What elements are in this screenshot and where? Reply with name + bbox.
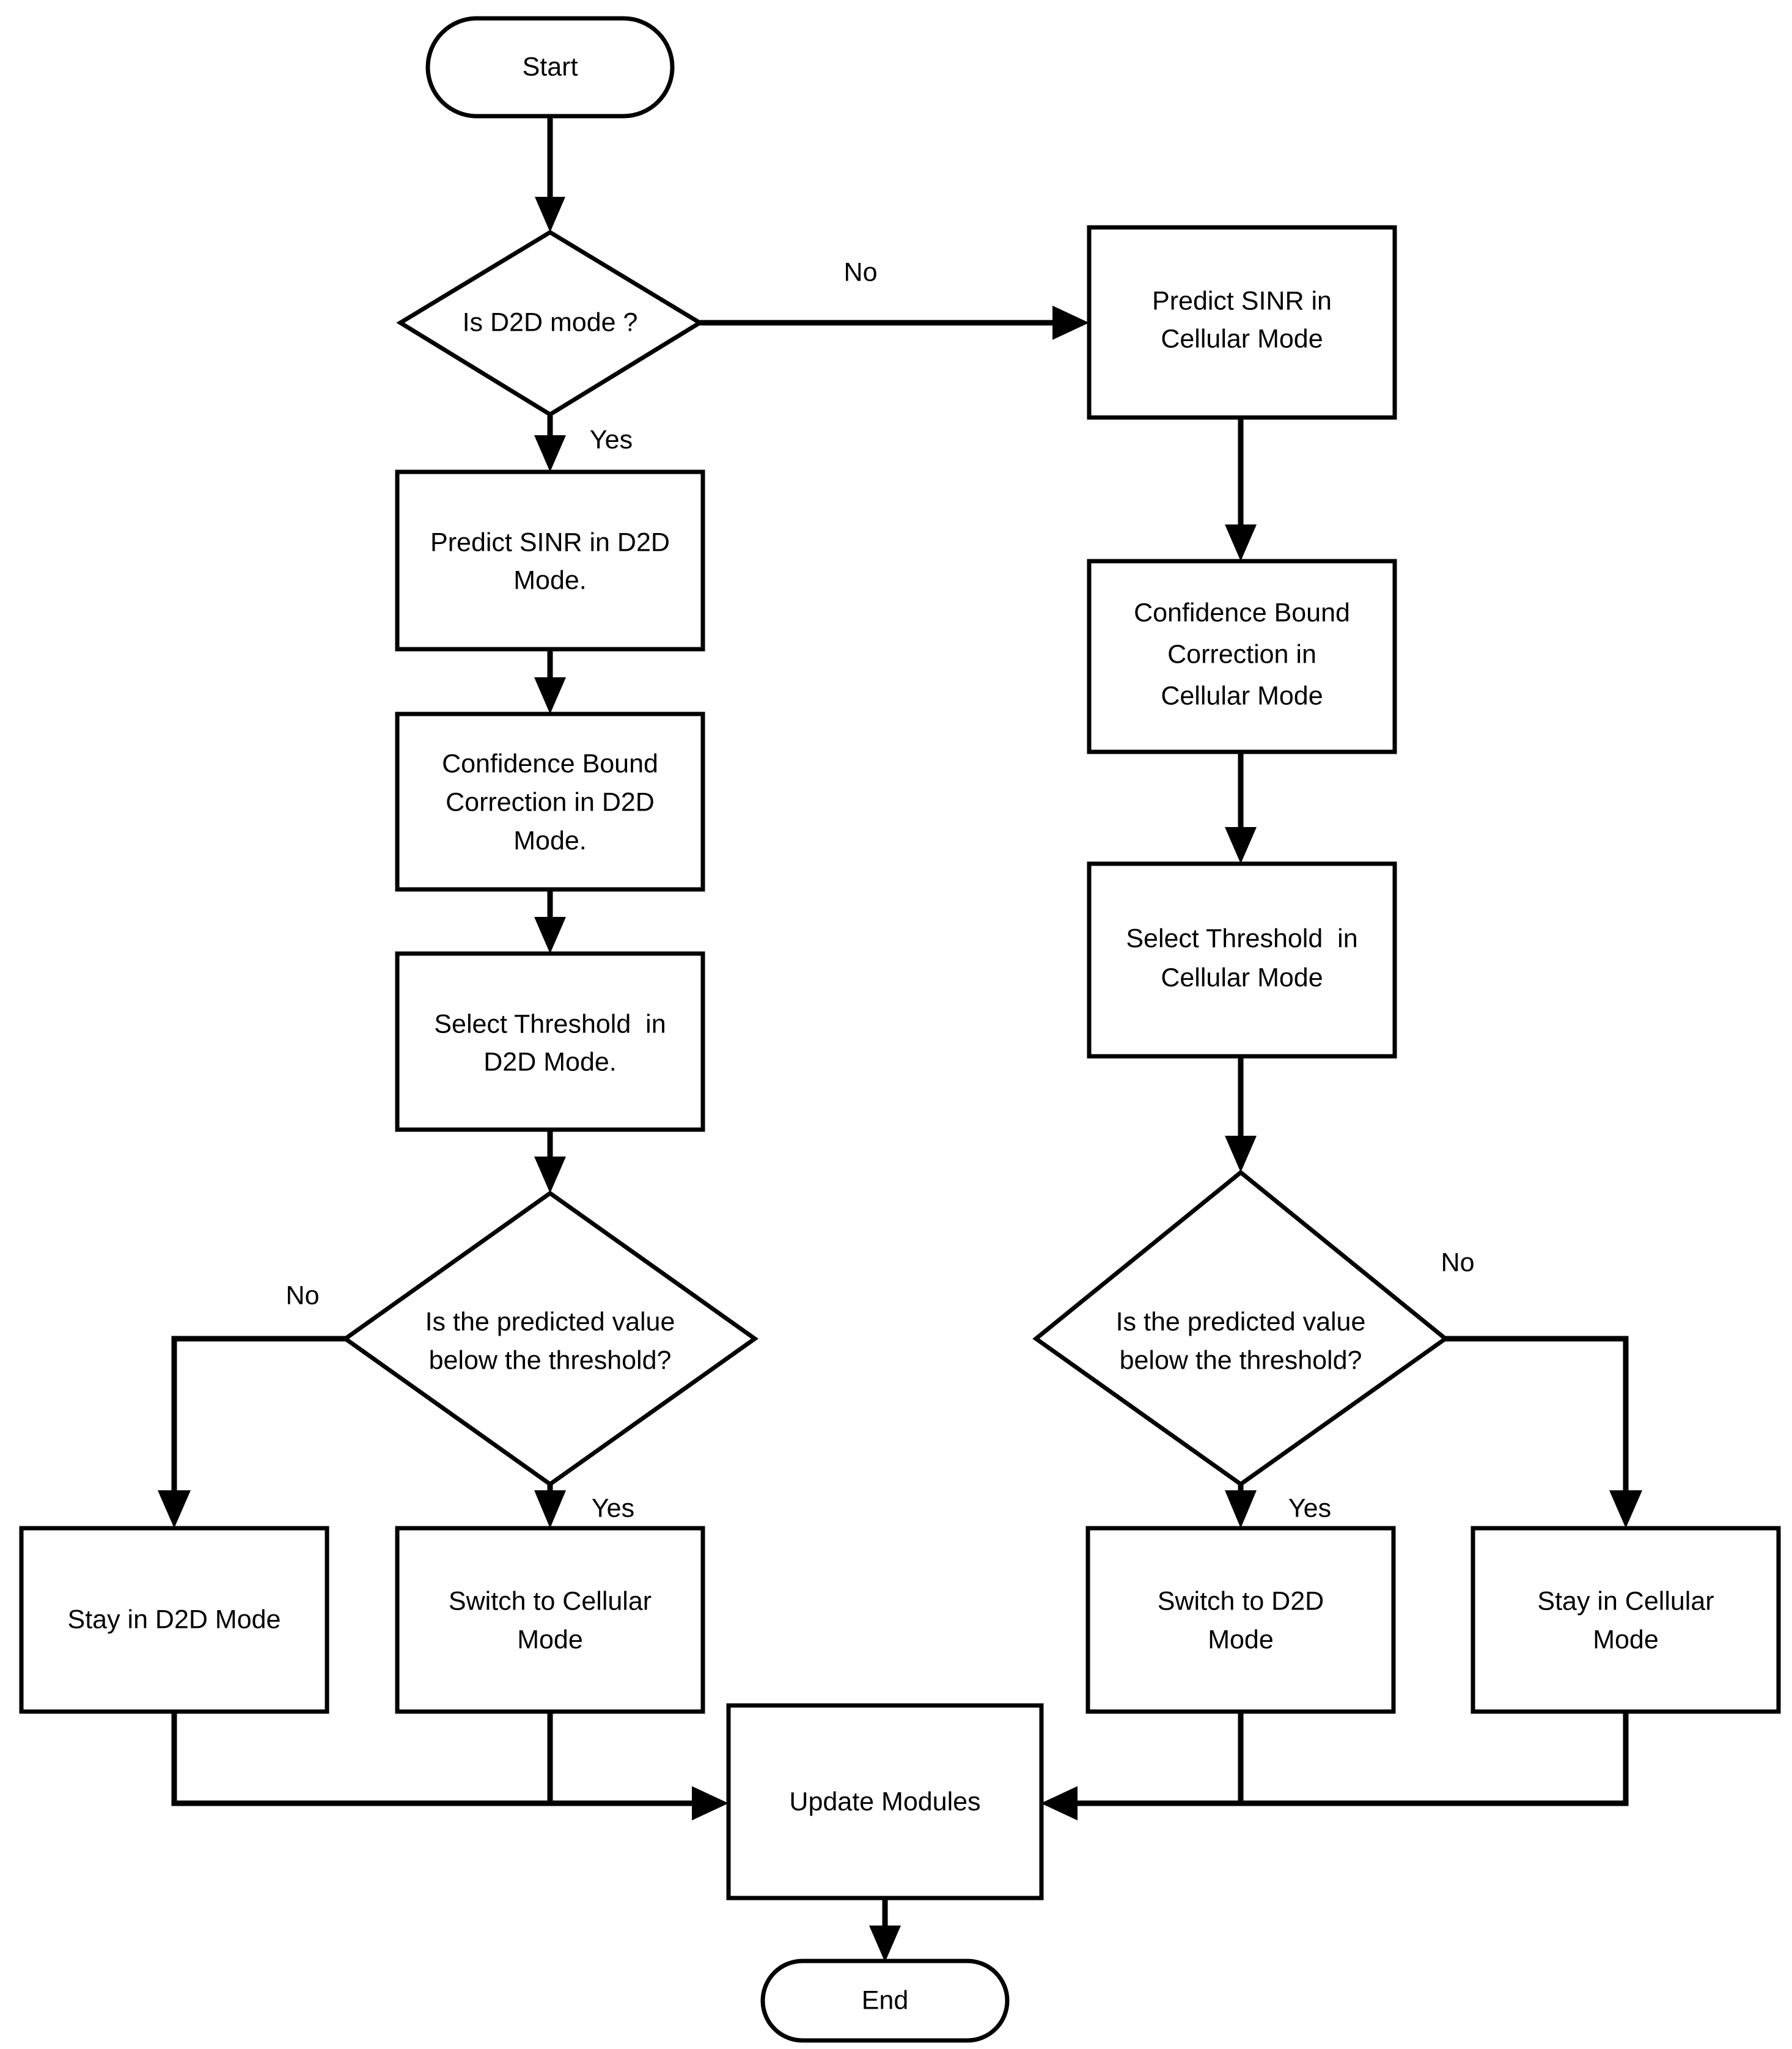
edge-label-d2d-yes: Yes: [590, 425, 633, 454]
node-confidence-bound-d2d-line2: Correction in D2D: [446, 787, 655, 817]
node-select-threshold-d2d-line2: D2D Mode.: [483, 1047, 616, 1076]
edge-label-left-no: No: [286, 1281, 320, 1310]
edge-confidence-cellular-to-threshold-cellular: [1225, 752, 1257, 864]
node-decision-right-line1: Is the predicted value: [1116, 1307, 1366, 1336]
node-is-d2d-mode-label: Is D2D mode ?: [463, 307, 638, 337]
node-switch-to-d2d-line2: Mode: [1208, 1625, 1274, 1654]
node-switch-to-d2d[interactable]: Switch to D2D Mode: [1085, 1526, 1396, 1714]
edge-update-to-end: [869, 1898, 901, 1962]
edge-label-left-yes: Yes: [592, 1493, 634, 1523]
node-select-threshold-cellular[interactable]: Select Threshold in Cellular Mode: [1087, 861, 1397, 1059]
node-confidence-bound-cellular[interactable]: Confidence Bound Correction in Cellular …: [1087, 559, 1397, 754]
node-decision-left-line2: below the threshold?: [429, 1345, 672, 1375]
node-decision-right-line2: below the threshold?: [1120, 1345, 1362, 1375]
node-predict-sinr-cellular[interactable]: Predict SINR in Cellular Mode: [1087, 225, 1397, 420]
node-select-threshold-d2d-line1: Select Threshold in: [434, 1009, 666, 1039]
node-select-threshold-d2d[interactable]: Select Threshold in D2D Mode.: [395, 951, 705, 1132]
edge-confidence-d2d-to-threshold-d2d: [534, 889, 566, 954]
edge-stay-cellular-to-update: [1041, 1712, 1629, 1820]
node-switch-to-cellular[interactable]: Switch to Cellular Mode: [395, 1526, 705, 1714]
edge-threshold-d2d-to-decision-left: [534, 1130, 566, 1193]
edge-d2d-yes-to-predict-d2d: [534, 416, 566, 472]
node-confidence-bound-d2d-line3: Mode.: [513, 826, 587, 855]
node-stay-in-d2d-label: Stay in D2D Mode: [68, 1605, 281, 1634]
node-stay-in-cellular[interactable]: Stay in Cellular Mode: [1471, 1526, 1781, 1714]
node-confidence-bound-cellular-line3: Cellular Mode: [1161, 681, 1323, 710]
edge-decision-right-yes-to-switch-d2d: [1225, 1484, 1257, 1528]
edge-label-right-yes: Yes: [1288, 1493, 1331, 1523]
node-predict-sinr-d2d-line1: Predict SINR in D2D: [430, 528, 670, 557]
node-select-threshold-cellular-line2: Cellular Mode: [1161, 963, 1323, 992]
edge-label-right-no: No: [1441, 1248, 1475, 1277]
node-stay-in-cellular-line2: Mode: [1593, 1625, 1659, 1654]
node-confidence-bound-d2d[interactable]: Confidence Bound Correction in D2D Mode.: [395, 712, 705, 892]
node-decision-left[interactable]: Is the predicted value below the thresho…: [341, 1190, 759, 1487]
node-decision-right[interactable]: Is the predicted value below the thresho…: [1032, 1169, 1449, 1487]
edge-decision-right-no-to-stay-cellular: [1390, 1336, 1642, 1528]
edge-decision-left-yes-to-switch-cellular: [534, 1484, 566, 1528]
node-confidence-bound-cellular-line1: Confidence Bound: [1134, 598, 1350, 627]
edge-threshold-cellular-to-decision-right: [1225, 1056, 1257, 1172]
node-end[interactable]: End: [760, 1959, 1010, 2043]
node-switch-to-cellular-line2: Mode: [517, 1625, 583, 1654]
node-start[interactable]: Start: [425, 16, 675, 119]
node-select-threshold-cellular-line1: Select Threshold in: [1126, 924, 1357, 953]
node-confidence-bound-cellular-line2: Correction in: [1167, 639, 1316, 669]
edge-label-d2d-no: No: [844, 257, 878, 287]
node-decision-left-line1: Is the predicted value: [425, 1307, 675, 1336]
node-predict-sinr-cellular-line2: Cellular Mode: [1161, 324, 1323, 353]
node-confidence-bound-d2d-line1: Confidence Bound: [442, 749, 658, 778]
edge-predict-cellular-to-confidence-cellular: [1225, 418, 1257, 561]
node-switch-to-cellular-line1: Switch to Cellular: [449, 1586, 652, 1616]
edge-d2d-no-to-predict-cellular: [700, 306, 1089, 340]
node-update-modules[interactable]: Update Modules: [726, 1703, 1044, 1900]
node-start-label: Start: [523, 52, 578, 81]
node-update-modules-label: Update Modules: [789, 1787, 980, 1816]
node-is-d2d-mode[interactable]: Is D2D mode ?: [396, 229, 704, 418]
edge-decision-left-no-to-stay-d2d: [158, 1336, 400, 1528]
node-predict-sinr-d2d[interactable]: Predict SINR in D2D Mode.: [395, 469, 705, 652]
node-stay-in-d2d[interactable]: Stay in D2D Mode: [19, 1526, 329, 1714]
edge-stay-d2d-to-update: [171, 1712, 729, 1820]
node-end-label: End: [862, 1985, 909, 2015]
node-predict-sinr-d2d-line2: Mode.: [513, 565, 587, 595]
node-stay-in-cellular-line1: Stay in Cellular: [1537, 1586, 1714, 1616]
edge-predict-d2d-to-confidence-d2d: [534, 649, 566, 714]
edge-start-to-d2d-decision: [535, 116, 565, 232]
node-predict-sinr-cellular-line1: Predict SINR in: [1152, 286, 1332, 315]
node-switch-to-d2d-line1: Switch to D2D: [1158, 1586, 1324, 1616]
